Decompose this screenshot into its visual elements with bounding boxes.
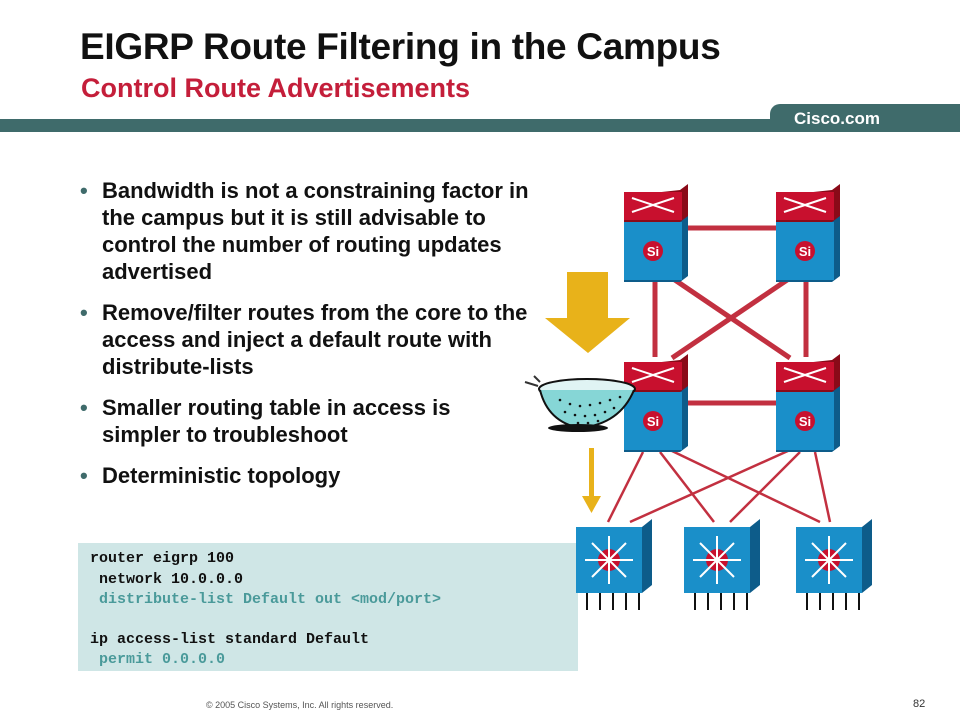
small-down-arrow-icon bbox=[582, 448, 601, 513]
access-links bbox=[606, 448, 832, 524]
page-title: EIGRP Route Filtering in the Campus bbox=[80, 26, 721, 67]
bullet-list: • Bandwidth is not a constraining factor … bbox=[80, 177, 530, 503]
core-links bbox=[652, 225, 809, 406]
access-switch-3 bbox=[796, 519, 872, 610]
header-bar bbox=[0, 119, 960, 132]
code-line: distribute-list Default out <mod/port> bbox=[90, 591, 442, 608]
code-line: router eigrp 100 bbox=[90, 550, 235, 567]
distribution-switch-right: Si bbox=[776, 354, 840, 452]
bullet-text: Deterministic topology bbox=[102, 463, 341, 488]
access-switch-1 bbox=[576, 519, 652, 610]
switch-label: Si bbox=[647, 414, 659, 429]
distribution-switch-left: Si bbox=[624, 354, 688, 452]
bullet-dot: • bbox=[80, 178, 88, 203]
bullet-dot: • bbox=[80, 395, 88, 420]
filter-direction-arrow-icon bbox=[545, 272, 630, 353]
bullet-text: Bandwidth is not a constraining factor i… bbox=[102, 178, 529, 284]
header-tab bbox=[770, 104, 960, 132]
page-number: 82 bbox=[913, 698, 926, 710]
bullet-text: Remove/filter routes from the core to th… bbox=[102, 300, 528, 379]
code-line: ip access-list standard Default bbox=[90, 631, 370, 648]
switch-label: Si bbox=[799, 414, 811, 429]
copyright-text: © 2005 Cisco Systems, Inc. All rights re… bbox=[206, 700, 394, 710]
bullet-text: Smaller routing table in access is simpl… bbox=[102, 395, 451, 447]
bullet-item: • Remove/filter routes from the core to t… bbox=[80, 299, 530, 380]
switch-label: Si bbox=[799, 244, 811, 259]
bullet-item: • Deterministic topology bbox=[80, 462, 530, 489]
brand-label: Cisco.com bbox=[794, 109, 880, 128]
bullet-dot: • bbox=[80, 300, 88, 325]
switch-label: Si bbox=[647, 244, 659, 259]
access-switch-2 bbox=[684, 519, 760, 610]
bullet-item: • Bandwidth is not a constraining factor … bbox=[80, 177, 530, 285]
filter-strainer-icon bbox=[524, 375, 636, 432]
core-switch-left: Si bbox=[624, 184, 688, 282]
core-switch-right: Si bbox=[776, 184, 840, 282]
config-code-block: router eigrp 100 network 10.0.0.0 distri… bbox=[78, 543, 578, 671]
bullet-dot: • bbox=[80, 463, 88, 488]
code-line: network 10.0.0.0 bbox=[90, 571, 244, 588]
code-line: permit 0.0.0.0 bbox=[90, 651, 226, 668]
bullet-item: • Smaller routing table in access is simp… bbox=[80, 394, 530, 448]
page-subtitle: Control Route Advertisements bbox=[81, 73, 471, 103]
